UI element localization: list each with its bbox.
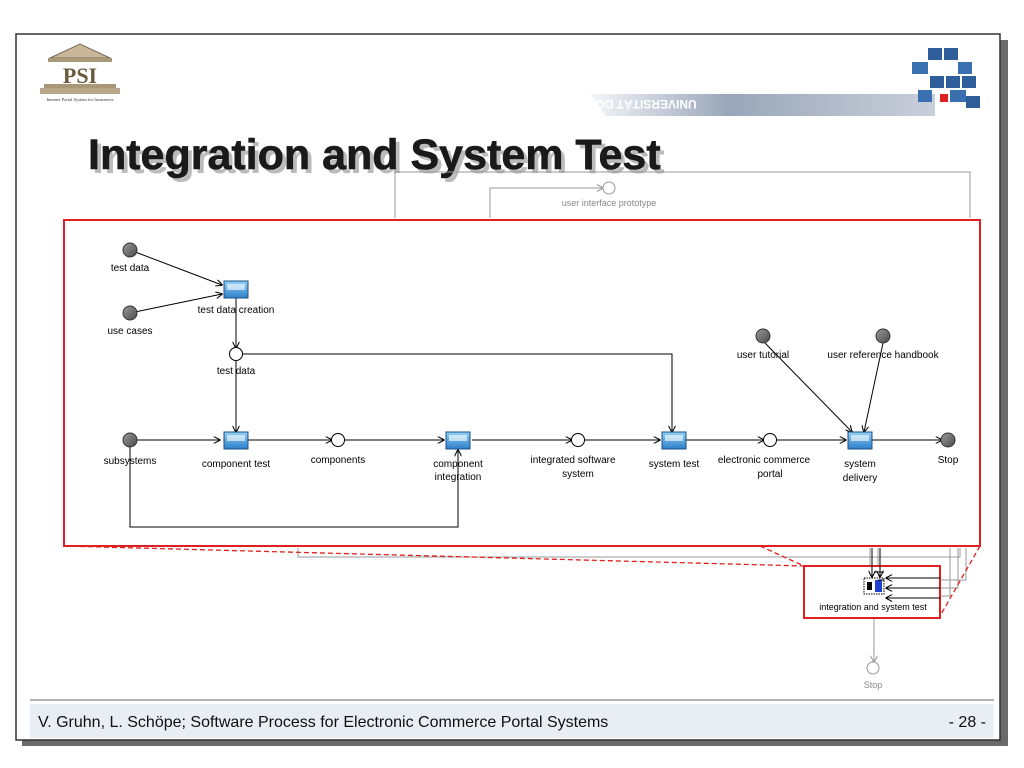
outer-stop-label: Stop	[864, 680, 883, 690]
zoom-line-right	[939, 545, 981, 617]
outer-activity-label: integration and system test	[819, 602, 927, 612]
detail-edges	[129, 249, 942, 528]
node-stop[interactable]	[940, 432, 956, 448]
label-system-delivery-1: system	[844, 459, 876, 470]
detail-frame	[63, 219, 981, 547]
psi-logo-caption: Internet Portal System for Insurances	[47, 97, 114, 102]
activity-component-test[interactable]	[223, 431, 249, 450]
activity-test-data-creation[interactable]	[223, 280, 249, 299]
activity-system-test[interactable]	[661, 431, 687, 450]
label-components: components	[311, 455, 365, 466]
activity-component-integration[interactable]	[445, 431, 471, 450]
zoom-line-left	[63, 545, 805, 567]
footer-authors: V. Gruhn, L. Schöpe; Software Process fo…	[38, 714, 608, 731]
label-electronic-commerce-portal-2: portal	[757, 469, 782, 480]
label-test-data-input: test data	[111, 263, 150, 274]
psi-logo-text: PSI	[63, 63, 97, 88]
node-electronic-commerce-portal[interactable]	[763, 433, 777, 447]
outer-prototype-node	[602, 181, 616, 195]
label-component-integration-1: component	[433, 459, 483, 470]
node-test-data-output[interactable]	[229, 347, 243, 361]
node-user-tutorial[interactable]	[755, 328, 771, 344]
label-stop: Stop	[938, 455, 959, 466]
label-use-cases: use cases	[107, 326, 152, 337]
detail-labels: test data use cases test data creation t…	[104, 263, 959, 484]
outer-stop-node	[866, 661, 880, 675]
psi-logo: PSI Internet Portal System for Insurance…	[40, 43, 120, 102]
node-use-cases[interactable]	[122, 305, 138, 321]
label-component-integration-2: integration	[435, 472, 482, 483]
label-subsystems: subsystems	[104, 456, 157, 467]
page-title: Integration and System Test	[88, 131, 661, 179]
zoom-line-mid	[759, 545, 805, 567]
title-shadow: Integration and System Test	[92, 135, 665, 183]
activity-system-delivery[interactable]	[847, 431, 873, 450]
university-name: UNIVERSITÄT DORTMUND	[543, 97, 697, 112]
node-user-reference-handbook[interactable]	[875, 328, 891, 344]
university-band	[590, 94, 935, 116]
footer-bar	[30, 704, 994, 738]
university-logo	[912, 48, 980, 108]
node-components[interactable]	[331, 433, 345, 447]
label-integrated-software-system-1: integrated software	[530, 455, 615, 466]
label-component-test: component test	[202, 459, 271, 470]
page-number: - 28 -	[949, 714, 986, 731]
label-system-delivery-2: delivery	[843, 473, 877, 484]
label-electronic-commerce-portal-1: electronic commerce	[718, 455, 811, 466]
label-user-reference-handbook: user reference handbook	[827, 350, 939, 361]
node-test-data-input[interactable]	[122, 242, 138, 258]
label-test-data-creation: test data creation	[198, 305, 275, 316]
outer-prototype-label: user interface prototype	[562, 198, 657, 208]
node-subsystems[interactable]	[122, 432, 138, 448]
label-system-test: system test	[649, 459, 700, 470]
node-integrated-software-system[interactable]	[571, 433, 585, 447]
outer-activity-icon	[863, 577, 885, 595]
label-test-data-output: test data	[217, 366, 256, 377]
label-user-tutorial: user tutorial	[737, 350, 789, 361]
label-integrated-software-system-2: system	[562, 469, 594, 480]
